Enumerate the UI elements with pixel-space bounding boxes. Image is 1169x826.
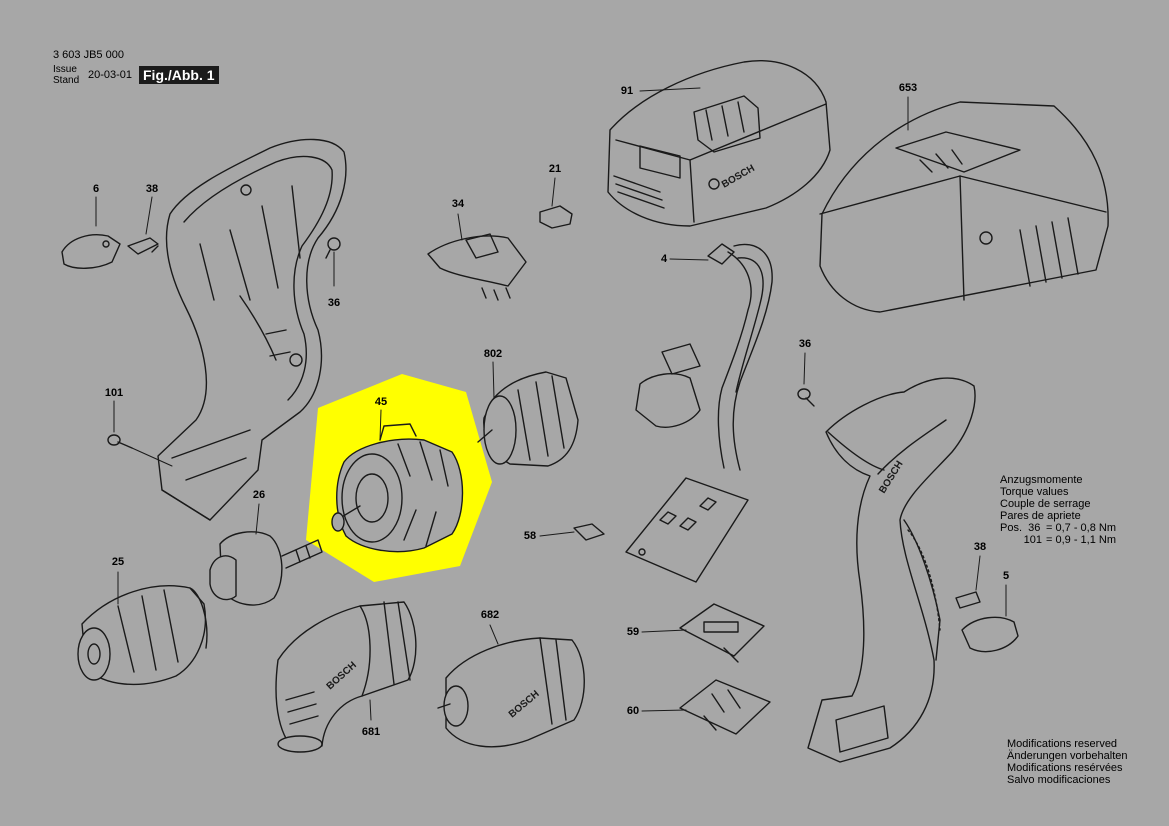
issue-label-de: Stand xyxy=(53,75,80,86)
leader-lines xyxy=(95,87,1007,721)
note-de: Änderungen vorbehalten xyxy=(1007,750,1128,762)
issue-label-en: Issue xyxy=(53,64,77,75)
part-label-38-left[interactable]: 38 xyxy=(145,183,159,195)
torque-row1-value: = 0,7 - 0,8 Nm xyxy=(1046,522,1117,534)
torque-row-101: 101 = 0,9 - 1,1 Nm xyxy=(1000,534,1116,546)
torque-row-36: Pos. 36 = 0,7 - 0,8 Nm xyxy=(1000,522,1116,534)
part-60-cover xyxy=(679,679,771,735)
part-label-802[interactable]: 802 xyxy=(483,348,503,360)
torque-row2-pos: 101 xyxy=(1023,534,1042,546)
part-label-21[interactable]: 21 xyxy=(548,163,562,175)
torque-values-table: Anzugsmomente Torque values Couple de se… xyxy=(1000,474,1116,546)
part-label-5[interactable]: 5 xyxy=(1002,570,1010,582)
part-21-clip xyxy=(539,205,573,229)
part-label-91[interactable]: 91 xyxy=(620,85,634,97)
part-36-screw-right xyxy=(797,388,815,407)
part-label-34[interactable]: 34 xyxy=(451,198,465,210)
document-number: 3 603 JB5 000 xyxy=(53,49,124,61)
modifications-notice: Modifications reserved Änderungen vorbeh… xyxy=(1007,738,1127,786)
part-label-36-left[interactable]: 36 xyxy=(327,297,341,309)
part-38-spring-left xyxy=(127,237,159,255)
part-6-switch xyxy=(61,234,121,269)
issue-date: 20-03-01 xyxy=(88,69,133,81)
part-label-682[interactable]: 682 xyxy=(480,609,500,621)
part-58-pad xyxy=(573,523,605,541)
part-4-wiring-module xyxy=(625,243,773,583)
part-38-spring-right xyxy=(955,591,981,609)
torque-title-es: Pares de apriete xyxy=(1000,510,1081,522)
note-fr: Modifications resérvées xyxy=(1007,762,1123,774)
issue-label: Issue Stand xyxy=(53,64,79,86)
part-label-38-right[interactable]: 38 xyxy=(973,541,987,553)
torque-title-fr: Couple de serrage xyxy=(1000,498,1091,510)
part-label-101[interactable]: 101 xyxy=(104,387,124,399)
part-36-screw-left xyxy=(325,237,341,259)
part-label-26[interactable]: 26 xyxy=(252,489,266,501)
part-label-36-right[interactable]: 36 xyxy=(798,338,812,350)
part-101-screw xyxy=(107,434,133,449)
note-es: Salvo modificaciones xyxy=(1007,774,1111,786)
part-25-chuck xyxy=(77,585,208,686)
torque-row2-value: = 0,9 - 1,1 Nm xyxy=(1046,534,1117,546)
part-5-switch xyxy=(961,616,1019,653)
part-label-45[interactable]: 45 xyxy=(374,396,388,408)
part-label-58[interactable]: 58 xyxy=(523,530,537,542)
part-91-battery xyxy=(607,60,831,227)
torque-row1-pos: 36 xyxy=(1028,522,1041,534)
right-housing-shell xyxy=(807,377,976,763)
left-housing-shell xyxy=(157,138,347,521)
note-en: Modifications reserved xyxy=(1007,738,1118,750)
part-681-angle-attachment xyxy=(275,601,417,753)
part-label-4[interactable]: 4 xyxy=(660,253,668,265)
part-653-charger xyxy=(819,101,1109,313)
part-59-cover xyxy=(679,603,765,663)
torque-title-en: Torque values xyxy=(1000,486,1069,498)
torque-title-de: Anzugsmomente xyxy=(1000,474,1083,486)
torque-pos-label: Pos. 36 xyxy=(1000,522,1041,534)
part-label-653[interactable]: 653 xyxy=(898,82,918,94)
part-label-6[interactable]: 6 xyxy=(92,183,100,195)
part-label-681[interactable]: 681 xyxy=(361,726,381,738)
part-label-59[interactable]: 59 xyxy=(626,626,640,638)
part-label-60[interactable]: 60 xyxy=(626,705,640,717)
part-label-25[interactable]: 25 xyxy=(111,556,125,568)
part-26-spindle xyxy=(209,531,323,606)
figure-title: Fig./Abb. 1 xyxy=(139,66,219,84)
part-802-motor xyxy=(477,371,579,467)
part-682-eccentric-attachment xyxy=(437,637,585,748)
part-34-cover xyxy=(427,233,527,301)
part-45-gearbox xyxy=(331,423,464,553)
